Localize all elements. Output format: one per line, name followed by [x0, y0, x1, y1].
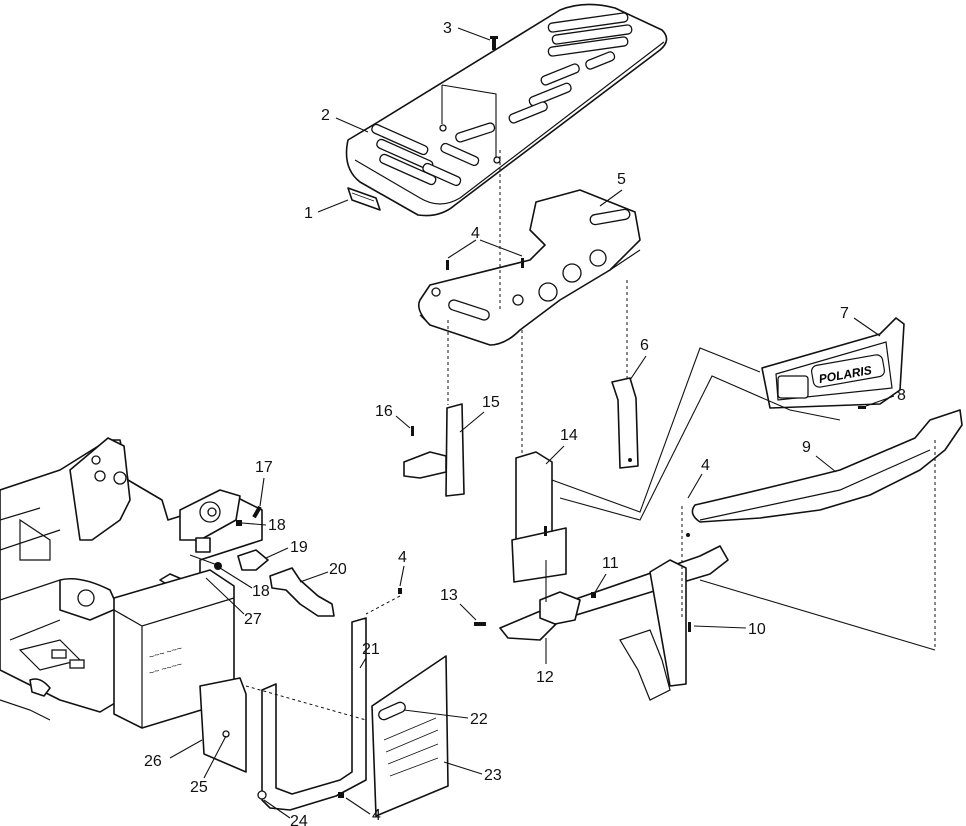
callout-14: 14	[545, 427, 578, 465]
callout-15: 15	[459, 394, 500, 433]
callout-11: 11	[593, 555, 619, 595]
callout-27: 27	[205, 577, 262, 628]
callout-11-label: 11	[602, 555, 619, 572]
callout-18-lower: 18	[219, 567, 270, 600]
right-mount-bracket	[611, 377, 639, 469]
callout-6: 6	[629, 337, 649, 381]
callout-4-frame-label: 4	[701, 457, 710, 474]
callout-21: 21	[359, 641, 380, 669]
callout-8-label: 8	[897, 387, 906, 404]
callout-23-label: 23	[484, 767, 502, 784]
callout-10-label: 10	[748, 621, 766, 638]
callout-2: 2	[321, 107, 369, 133]
callout-4-frame: 4	[687, 457, 710, 499]
callout-3-label: 3	[443, 20, 452, 37]
callout-17-label: 17	[255, 459, 273, 476]
rack-screw	[490, 36, 498, 50]
left-mount-bracket	[403, 403, 465, 497]
callout-19: 19	[265, 539, 308, 559]
callout-9: 9	[802, 439, 837, 473]
center-mount-bracket	[511, 451, 567, 583]
callout-22: 22	[403, 709, 488, 728]
callout-3: 3	[443, 20, 491, 41]
callout-24: 24	[263, 799, 308, 826]
callout-7-label: 7	[840, 305, 849, 322]
callout-25-label: 25	[190, 779, 208, 796]
rack-hole-leader	[441, 84, 497, 158]
brush-guard-frame	[257, 588, 402, 811]
lower-bumper-frame	[499, 533, 729, 701]
front-rack	[345, 3, 668, 217]
callout-18-upper-label: 18	[268, 517, 286, 534]
callout-1-label: 1	[304, 205, 313, 222]
reflector-plate	[347, 187, 381, 211]
callout-13-label: 13	[440, 587, 458, 604]
callout-25: 25	[190, 735, 227, 796]
callout-4-plate-label: 4	[471, 225, 480, 242]
front-grille: POLARIS	[761, 317, 905, 409]
plate-bolts	[446, 239, 524, 270]
callout-9-label: 9	[802, 439, 811, 456]
callout-14-label: 14	[560, 427, 578, 444]
frame-bolt	[474, 622, 486, 626]
vehicle-frame	[0, 437, 263, 721]
callout-16-label: 16	[375, 403, 393, 420]
callout-4-guard: 4	[398, 549, 407, 587]
callout-4-plate: 4	[471, 225, 480, 242]
callout-18-upper: 18	[241, 517, 286, 534]
callout-22-label: 22	[470, 711, 488, 728]
left-side-shield	[199, 677, 247, 773]
callout-24-label: 24	[290, 813, 308, 826]
callout-26-label: 26	[144, 753, 162, 770]
callout-10: 10	[693, 621, 766, 638]
callout-5: 5	[599, 171, 626, 207]
callout-20: 20	[299, 561, 347, 583]
callout-7: 7	[840, 305, 881, 337]
callout-4-bottom: 4	[345, 797, 381, 824]
callout-6-label: 6	[640, 337, 649, 354]
callout-19-label: 19	[290, 539, 308, 556]
right-side-shield	[371, 655, 449, 817]
callout-8: 8	[865, 387, 906, 407]
callout-26: 26	[144, 739, 203, 770]
callout-18-lower-label: 18	[252, 583, 270, 600]
callout-4-guard-label: 4	[398, 549, 407, 566]
rack-support-plate	[417, 189, 641, 346]
callout-5-label: 5	[617, 171, 626, 188]
grille-screw	[858, 406, 866, 409]
front-bumper	[691, 409, 963, 523]
callout-27-label: 27	[244, 611, 262, 628]
callout-17: 17	[255, 459, 273, 507]
callout-4-bottom-label: 4	[372, 807, 381, 824]
callout-20-label: 20	[329, 561, 347, 578]
callout-1: 1	[304, 199, 349, 222]
callout-16: 16	[375, 403, 411, 429]
callout-23: 23	[443, 761, 502, 784]
callout-2-label: 2	[321, 107, 330, 124]
callout-12: 12	[536, 638, 554, 686]
callout-12-label: 12	[536, 669, 554, 686]
side-fittings	[189, 505, 269, 571]
support-arm	[269, 567, 335, 617]
callout-13: 13	[440, 587, 477, 621]
callout-21-label: 21	[362, 641, 380, 658]
callout-15-label: 15	[482, 394, 500, 411]
